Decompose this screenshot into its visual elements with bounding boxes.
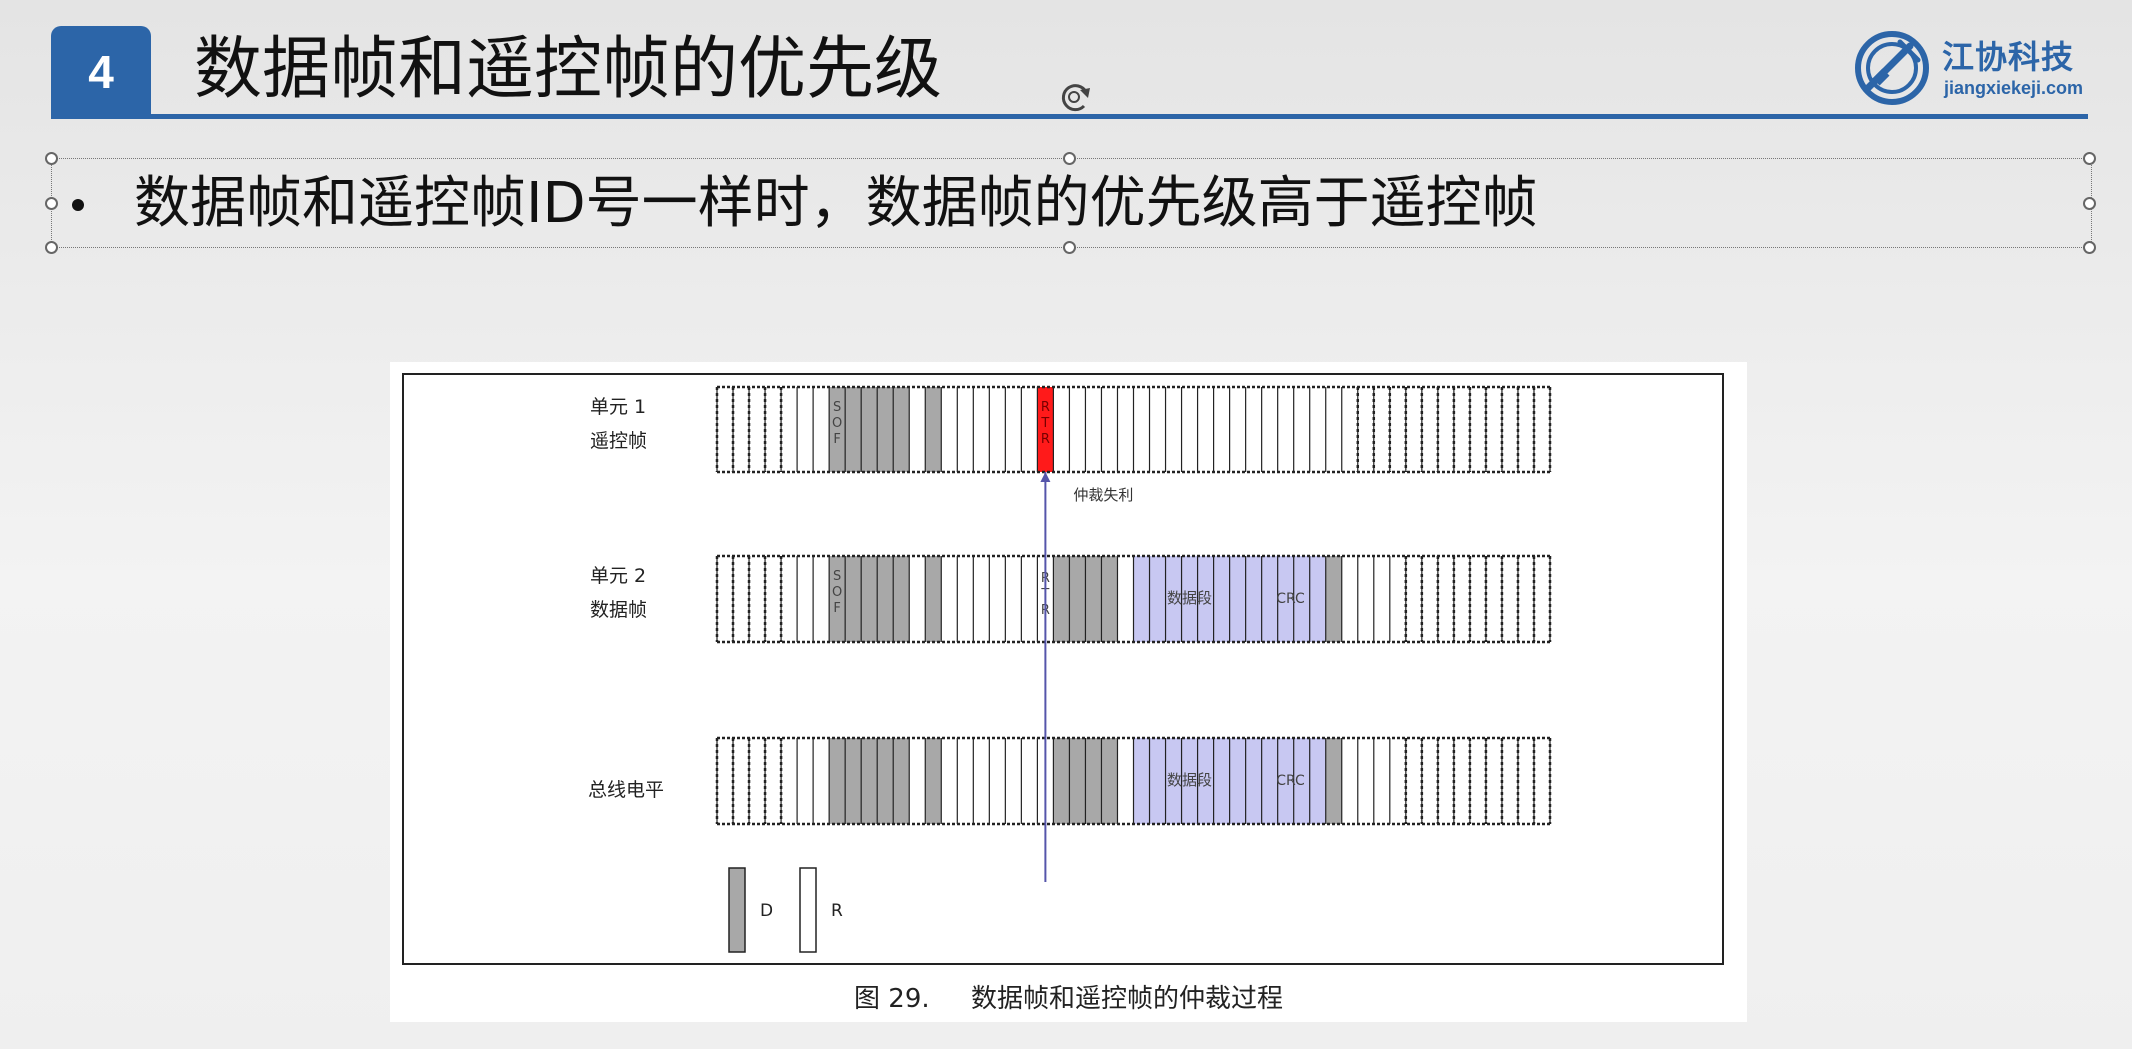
resize-handle-middle-right[interactable] <box>2083 197 2096 210</box>
company-logo: 江协科技 jiangxiekeji.com <box>1852 28 2092 108</box>
row-label-frame: 数据帧 <box>590 599 647 621</box>
dominant-bit <box>861 387 910 472</box>
data-field-label: 数据段 <box>1167 771 1212 789</box>
legend-recessive-label: R <box>831 901 843 921</box>
dominant-bit <box>1101 738 1118 824</box>
sof-label: O <box>832 416 842 431</box>
bullet-text[interactable]: 数据帧和遥控帧ID号一样时，数据帧的优先级高于遥控帧 <box>134 171 1538 236</box>
legend-dominant-swatch <box>728 867 746 953</box>
row-label-unit: 单元 2 <box>590 565 646 587</box>
dominant-bit <box>1053 738 1102 824</box>
resize-handle-bottom-left[interactable] <box>45 241 58 254</box>
dominant-bit <box>861 556 910 642</box>
dominant-bit <box>925 556 942 642</box>
resize-handle-bottom-center[interactable] <box>1063 241 1076 254</box>
sof-label: S <box>833 569 841 584</box>
dominant-bit <box>1325 738 1342 824</box>
sof-label: F <box>833 601 840 616</box>
row-label-frame: 遥控帧 <box>590 430 647 452</box>
resize-handle-middle-left[interactable] <box>45 197 58 210</box>
legend-recessive-swatch <box>799 867 817 953</box>
legend-dominant-label: D <box>760 901 773 921</box>
resize-handle-top-right[interactable] <box>2083 152 2096 165</box>
rtr-label: R <box>1041 400 1050 415</box>
sof-label: F <box>833 432 840 447</box>
resize-handle-bottom-right[interactable] <box>2083 241 2096 254</box>
sof-label: O <box>832 585 842 600</box>
resize-handle-top-center[interactable] <box>1063 152 1076 165</box>
dominant-bit <box>925 387 942 472</box>
dominant-bit <box>1325 556 1342 642</box>
dominant-bit <box>925 738 942 824</box>
dominant-bit <box>1101 556 1118 642</box>
rotate-handle-icon[interactable] <box>1050 76 1098 118</box>
logo-name: 江协科技 <box>1942 38 2075 76</box>
rtr-label: R <box>1041 432 1050 447</box>
arrow-head-icon <box>1040 472 1051 482</box>
bullet-point-icon <box>72 199 84 211</box>
data-field-label: 数据段 <box>1167 589 1212 607</box>
crc-label: CRC <box>1276 773 1305 789</box>
sof-label: S <box>833 400 841 415</box>
figure-caption: 图 29. 数据帧和遥控帧的仲裁过程 <box>854 984 1283 1014</box>
dominant-bit <box>861 738 910 824</box>
logo-url: jiangxiekeji.com <box>1944 78 2084 98</box>
resize-handle-top-left[interactable] <box>45 152 58 165</box>
title-underline <box>51 114 2088 119</box>
crc-label: CRC <box>1276 591 1305 607</box>
slide-title[interactable]: 数据帧和遥控帧的优先级 <box>194 30 943 109</box>
logo-emblem-icon <box>1855 31 1929 105</box>
figure-frame <box>402 373 1724 965</box>
row-label-frame: 总线电平 <box>588 779 664 801</box>
rtr-highlight <box>1037 387 1054 472</box>
dominant-bit <box>1053 556 1102 642</box>
arbitration-lost-label: 仲裁失利 <box>1073 486 1133 504</box>
row-label-unit: 单元 1 <box>590 396 646 418</box>
section-number-badge: 4 <box>51 26 151 118</box>
rtr-label: T <box>1040 416 1049 431</box>
